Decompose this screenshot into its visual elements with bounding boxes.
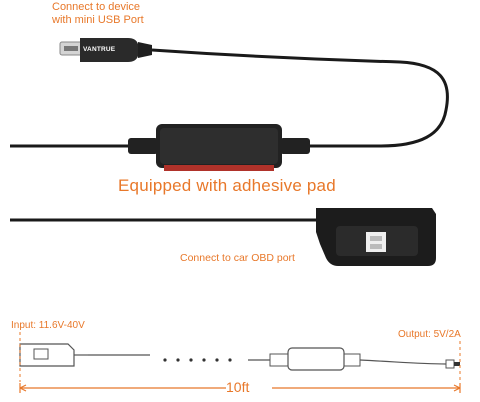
schematic — [19, 332, 461, 393]
usb-port-label-line2: with mini USB Port — [52, 14, 144, 26]
input-voltage-label: Input: 11.6V-40V — [11, 320, 85, 331]
obd-connector — [316, 208, 436, 266]
obd-port-label: Connect to car OBD port — [180, 252, 295, 264]
brand-logo: VANTRUE — [83, 46, 116, 53]
converter-box — [128, 124, 310, 171]
cable-length-label: 10ft — [226, 379, 250, 395]
usb-port-label: Connect to device with mini USB Port — [52, 1, 144, 27]
mini-usb-connector — [59, 38, 152, 62]
usb-cable — [151, 48, 449, 148]
output-voltage-label: Output: 5V/2A — [398, 329, 461, 340]
adhesive-pad-label: Equipped with adhesive pad — [118, 176, 336, 195]
usb-port-label-line1: Connect to device — [52, 1, 141, 13]
